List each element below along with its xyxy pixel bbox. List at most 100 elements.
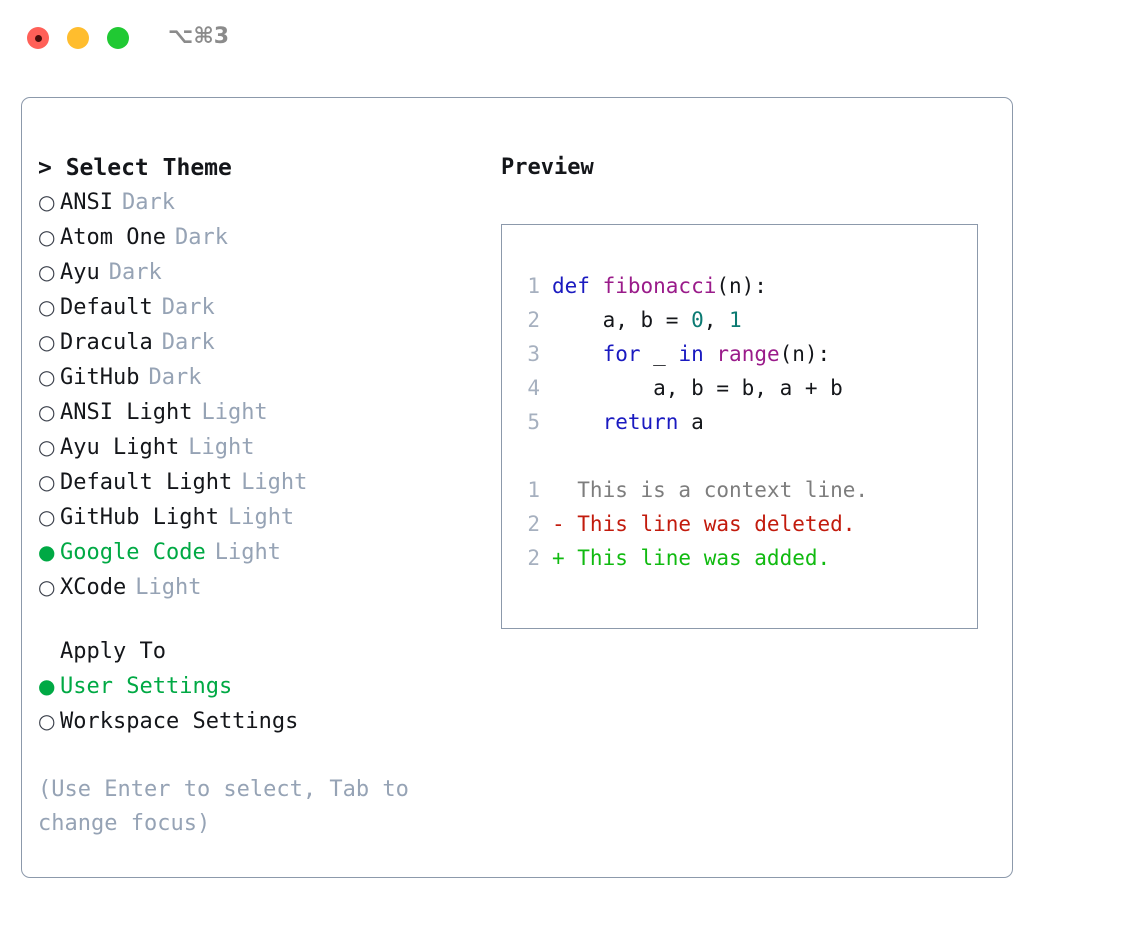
theme-option-label: ANSI Light (60, 400, 193, 425)
radio-unselected-icon: ○ (38, 575, 56, 599)
diff-sample: 1 This is a context line.2- This line wa… (514, 473, 977, 575)
radio-selected-icon: ● (38, 674, 56, 698)
select-theme-heading: > Select Theme (38, 155, 232, 181)
theme-option-variant-tag: Dark (161, 295, 215, 320)
code-token-fn: range (716, 342, 780, 366)
theme-option-github-light[interactable]: ○GitHub Light Light (38, 500, 498, 535)
maximize-button[interactable] (107, 27, 129, 49)
apply-to-option-user-settings[interactable]: ●User Settings (38, 669, 498, 704)
code-line-number: 4 (527, 376, 540, 400)
theme-option-ansi[interactable]: ○ANSI Dark (38, 185, 498, 220)
theme-option-variant-tag: Dark (161, 330, 215, 355)
theme-option-default-light[interactable]: ○Default Light Light (38, 465, 498, 500)
code-token-pln (552, 410, 603, 434)
diff-line-number: 2 (527, 512, 540, 536)
code-line-content: a, b = 0, 1 (552, 303, 742, 337)
radio-selected-icon: ● (38, 540, 56, 564)
radio-unselected-icon: ○ (38, 190, 56, 214)
theme-option-ayu-light[interactable]: ○Ayu Light Light (38, 430, 498, 465)
diff-line-number: 2 (527, 546, 540, 570)
radio-unselected-icon: ○ (38, 709, 56, 733)
title-bar: ⌥⌘3 (0, 0, 1140, 78)
theme-option-variant-tag: Light (227, 505, 295, 530)
apply-to-option-label: User Settings (60, 674, 233, 699)
theme-option-variant-tag: Light (241, 470, 308, 495)
diff-line-content: + This line was added. (552, 546, 831, 570)
theme-option-variant-tag: Light (188, 435, 255, 460)
code-line-number: 1 (527, 274, 540, 298)
code-token-pln (704, 342, 717, 366)
theme-option-variant-tag: Dark (108, 260, 162, 285)
code-line-content: def fibonacci(n): (552, 269, 767, 303)
code-line-content: for _ in range(n): (552, 337, 831, 371)
radio-unselected-icon: ○ (38, 435, 56, 459)
theme-option-label: Ayu (60, 260, 100, 285)
minimize-button[interactable] (67, 27, 89, 49)
radio-unselected-icon: ○ (38, 505, 56, 529)
code-token-pln: a (678, 410, 704, 434)
theme-option-label: XCode (60, 575, 127, 600)
code-token-pln: a, b = (552, 308, 692, 332)
diff-line-del: 2- This line was deleted. (514, 507, 977, 541)
diff-line-ctx: 1 This is a context line. (514, 473, 977, 507)
radio-unselected-icon: ○ (38, 400, 56, 424)
spacer (514, 439, 977, 473)
code-line: 4 a, b = b, a + b (514, 371, 977, 405)
code-line-number: 3 (527, 342, 540, 366)
code-token-kw: for (602, 342, 641, 366)
theme-option-label: GitHub (60, 365, 140, 390)
theme-option-label: Default Light (60, 470, 233, 495)
radio-unselected-icon: ○ (38, 295, 56, 319)
diff-line-add: 2 + This line was added. (514, 541, 977, 575)
code-token-pln: , (703, 308, 730, 332)
radio-unselected-icon: ○ (38, 260, 56, 284)
apply-to-list[interactable]: ●User Settings○Workspace Settings (38, 669, 498, 739)
diff-line-number: 1 (527, 478, 540, 502)
theme-option-label: Default (60, 295, 153, 320)
code-line: 1 def fibonacci(n): (514, 269, 977, 303)
code-token-kw: def (552, 274, 603, 298)
code-line-number: 2 (527, 308, 540, 332)
code-token-pln: (n): (716, 274, 767, 298)
window-controls (27, 27, 129, 49)
code-token-pln: (n): (779, 342, 831, 366)
theme-option-variant-tag: Dark (121, 190, 175, 215)
code-line: 2 a, b = 0, 1 (514, 303, 977, 337)
code-line: 3 for _ in range(n): (514, 337, 977, 371)
code-line-content: return a (552, 405, 704, 439)
theme-option-variant-tag: Dark (148, 365, 202, 390)
theme-option-default[interactable]: ○Default Dark (38, 290, 498, 325)
code-token-pln: _ (640, 342, 679, 366)
theme-option-ayu[interactable]: ○Ayu Dark (38, 255, 498, 290)
code-token-pln (552, 342, 603, 366)
code-line-number: 5 (527, 410, 540, 434)
theme-option-xcode[interactable]: ○XCode Light (38, 570, 498, 605)
apply-to-option-workspace-settings[interactable]: ○Workspace Settings (38, 704, 498, 739)
diff-line-content: This is a context line. (552, 478, 869, 502)
code-token-num: 0 (691, 308, 704, 332)
theme-option-label: GitHub Light (60, 505, 219, 530)
code-token-fn: fibonacci (602, 274, 717, 298)
theme-option-label: ANSI (60, 190, 113, 215)
keyboard-hint-text: (Use Enter to select, Tab to change focu… (38, 777, 423, 836)
code-line-content: a, b = b, a + b (552, 371, 843, 405)
theme-option-variant-tag: Light (135, 575, 202, 600)
close-button[interactable] (27, 27, 49, 49)
apply-to-heading: Apply To (60, 639, 166, 664)
radio-unselected-icon: ○ (38, 470, 56, 494)
radio-unselected-icon: ○ (38, 330, 56, 354)
preview-heading: Preview (501, 155, 594, 180)
theme-option-label: Ayu Light (60, 435, 180, 460)
